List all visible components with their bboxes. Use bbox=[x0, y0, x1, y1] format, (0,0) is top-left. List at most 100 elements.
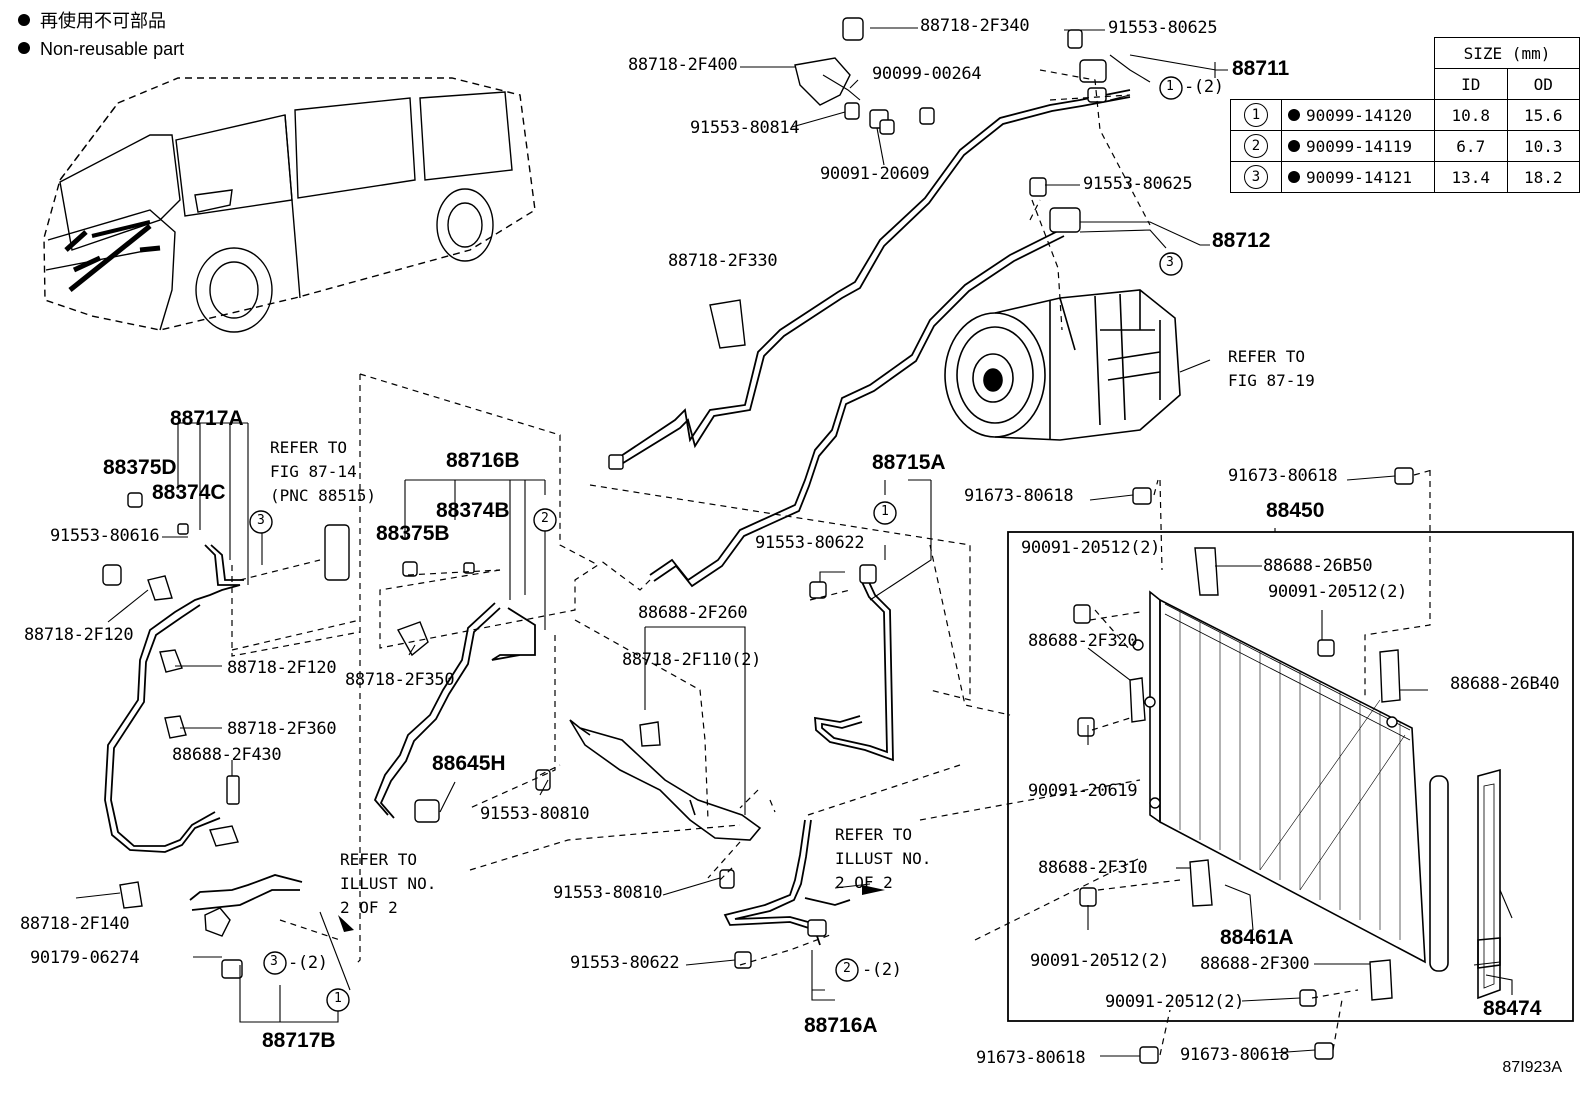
part-label-91553-80810-a: 91553-80810 bbox=[480, 804, 590, 824]
pipe-lines bbox=[104, 89, 1131, 946]
part-label-91553-80616: 91553-80616 bbox=[50, 526, 160, 546]
part-label-88375D: 88375D bbox=[103, 456, 177, 479]
part-label-88375B: 88375B bbox=[376, 522, 450, 545]
part-label-90091-20619: 90091-20619 bbox=[1028, 781, 1138, 801]
part-label-88718-2F360: 88718-2F360 bbox=[227, 719, 337, 739]
refer-fig-87-14: REFER TO FIG 87-14 (PNC 88515) bbox=[270, 438, 376, 505]
part-label-90091-20512-d: 90091-20512(2) bbox=[1105, 992, 1245, 1012]
part-label-88717B: 88717B bbox=[262, 1029, 336, 1052]
part-label-88461A: 88461A bbox=[1220, 926, 1294, 949]
compressor-illustration bbox=[944, 289, 1181, 441]
part-label-88712: 88712 bbox=[1212, 229, 1271, 252]
od-value: 10.3 bbox=[1506, 130, 1580, 162]
part-number: 90099-14120 bbox=[1306, 105, 1412, 125]
legend-non-reusable-en: Non-reusable part bbox=[18, 40, 184, 58]
ref-circle: 1 bbox=[1244, 103, 1268, 127]
part-label-88718-2F140: 88718-2F140 bbox=[20, 914, 130, 934]
part-label-88718-2F120-a: 88718-2F120 bbox=[24, 625, 134, 645]
part-label-91553-80622-a: 91553-80622 bbox=[755, 533, 865, 553]
part-label-88688-26B40: 88688-26B40 bbox=[1450, 674, 1560, 694]
fitting-glyphs bbox=[102, 17, 1414, 1064]
bracket-88688-2F260 bbox=[569, 719, 762, 841]
id-value: 13.4 bbox=[1434, 161, 1508, 193]
callout-1-right: 1 bbox=[881, 504, 889, 519]
part-label-88688-2F300: 88688-2F300 bbox=[1200, 954, 1310, 974]
part-label-88688-26B50: 88688-26B50 bbox=[1263, 556, 1373, 576]
od-value: 18.2 bbox=[1506, 161, 1580, 193]
id-value: 6.7 bbox=[1434, 130, 1508, 162]
part-label-88688-2F260: 88688-2F260 bbox=[638, 603, 748, 623]
part-label-88718-2F400: 88718-2F400 bbox=[628, 55, 738, 75]
part-label-88718-2F340: 88718-2F340 bbox=[920, 16, 1030, 36]
leader-lines bbox=[75, 27, 1513, 1057]
od-value: 15.6 bbox=[1506, 99, 1580, 131]
part-label-91553-80810-b: 91553-80810 bbox=[553, 883, 663, 903]
col-od: OD bbox=[1506, 68, 1580, 100]
part-label-91673-80618-b: 91673-80618 bbox=[1228, 466, 1338, 486]
part-label-90091-20609: 90091-20609 bbox=[820, 164, 930, 184]
part-label-90091-20512-b: 90091-20512(2) bbox=[1268, 582, 1408, 602]
part-number: 90099-14119 bbox=[1306, 136, 1412, 156]
legend-non-reusable-jp: 再使用不可部品 bbox=[18, 12, 166, 30]
table-row: 3 90099-14121 13.4 18.2 bbox=[1230, 161, 1580, 193]
legend-text-en: Non-reusable part bbox=[40, 39, 185, 59]
ref-circle: 2 bbox=[1244, 134, 1268, 158]
bullet-icon bbox=[18, 42, 30, 54]
figure-id: 87I923A bbox=[1502, 1059, 1562, 1076]
van-illustration bbox=[43, 77, 536, 333]
part-label-91673-80618-a: 91673-80618 bbox=[964, 486, 1074, 506]
part-label-91553-80625-top: 91553-80625 bbox=[1108, 18, 1218, 38]
table-row: 1 90099-14120 10.8 15.6 bbox=[1230, 99, 1580, 131]
part-label-91673-80618-c: 91673-80618 bbox=[976, 1048, 1086, 1068]
part-label-88474: 88474 bbox=[1483, 997, 1542, 1020]
refer-illust-right: REFER TO ILLUST NO. 2 OF 2 bbox=[835, 825, 932, 892]
part-label-91553-80622-b: 91553-80622 bbox=[570, 953, 680, 973]
direction-arrows bbox=[338, 885, 885, 932]
table-row: 2 90099-14119 6.7 10.3 bbox=[1230, 130, 1580, 162]
part-label-88711: 88711 bbox=[1232, 57, 1290, 80]
callout-3-bottom: 3 bbox=[270, 954, 278, 969]
part-label-88716A: 88716A bbox=[804, 1014, 878, 1037]
callout-2-mid: 2 bbox=[541, 511, 549, 526]
part-label-88688-2F310: 88688-2F310 bbox=[1038, 858, 1148, 878]
part-label-91673-80618-d: 91673-80618 bbox=[1180, 1045, 1290, 1065]
callout-circles bbox=[249, 76, 1183, 1012]
part-number: 90099-14121 bbox=[1306, 167, 1412, 187]
part-label-88688-2F430: 88688-2F430 bbox=[172, 745, 282, 765]
part-label-88717A: 88717A bbox=[170, 407, 244, 430]
col-id: ID bbox=[1434, 68, 1508, 100]
part-label-91553-80625-mid: 91553-80625 bbox=[1083, 174, 1193, 194]
part-label-90099-00264: 90099-00264 bbox=[872, 64, 982, 84]
part-label-88688-2F320: 88688-2F320 bbox=[1028, 631, 1138, 651]
part-label-90091-20512-c: 90091-20512(2) bbox=[1030, 951, 1170, 971]
part-label-88715A: 88715A bbox=[872, 451, 946, 474]
size-table: SIZE (mm) ID OD 1 90099-14120 10.8 15.6 … bbox=[1230, 37, 1580, 193]
part-label-88718-2F110: 88718-2F110(2) bbox=[622, 650, 762, 670]
callout-3-top: 3 bbox=[1166, 255, 1174, 270]
dashed-guides bbox=[231, 69, 1433, 1056]
callout-3-bottom-qty: -(2) bbox=[288, 953, 328, 973]
id-value: 10.8 bbox=[1434, 99, 1508, 131]
callout-2-bottom-qty: -(2) bbox=[862, 960, 902, 980]
bullet-icon bbox=[18, 14, 30, 26]
callout-1-bottom: 1 bbox=[334, 991, 342, 1006]
bullet-icon bbox=[1288, 108, 1300, 121]
part-label-90179-06274: 90179-06274 bbox=[30, 948, 140, 968]
size-header: SIZE (mm) bbox=[1434, 37, 1580, 69]
ref-circle: 3 bbox=[1244, 165, 1268, 189]
refer-fig-87-19: REFER TO FIG 87-19 bbox=[1228, 347, 1315, 390]
part-label-90091-20512-a: 90091-20512(2) bbox=[1021, 538, 1161, 558]
part-label-88374B: 88374B bbox=[436, 499, 510, 522]
legend-text-jp: 再使用不可部品 bbox=[40, 11, 166, 31]
callout-1-top-qty: -(2) bbox=[1184, 77, 1224, 97]
part-label-88716B: 88716B bbox=[446, 449, 520, 472]
refer-illust-left: REFER TO ILLUST NO. 2 OF 2 bbox=[340, 850, 437, 917]
part-label-88718-2F120-b: 88718-2F120 bbox=[227, 658, 337, 678]
bullet-icon bbox=[1288, 139, 1300, 152]
part-label-88718-2F350: 88718-2F350 bbox=[345, 670, 455, 690]
callout-2-bottom: 2 bbox=[843, 961, 851, 976]
part-label-88450: 88450 bbox=[1266, 499, 1325, 522]
part-label-88645H: 88645H bbox=[432, 752, 506, 775]
condenser-illustration bbox=[1007, 531, 1574, 1022]
